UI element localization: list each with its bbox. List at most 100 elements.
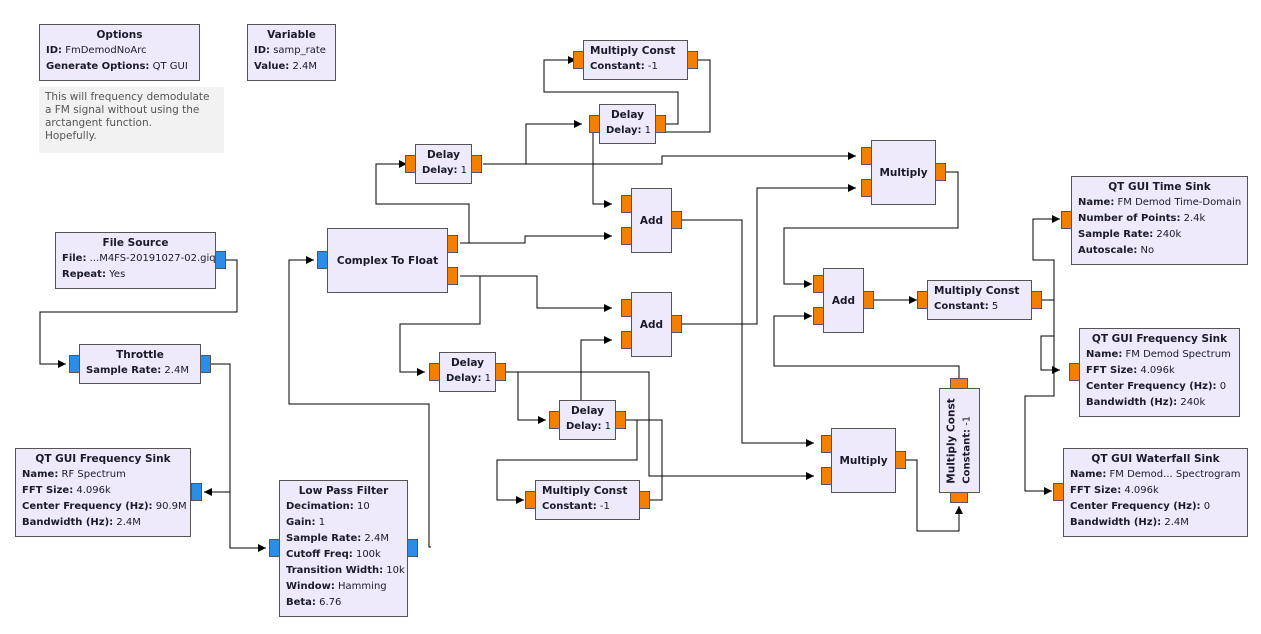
note-line: Hopefully. xyxy=(45,130,97,142)
param-sample-rate: Sample Rate: 2.4M xyxy=(286,533,389,544)
wire-delay4-add2[interactable] xyxy=(580,336,612,400)
multiply-const-4-in-port[interactable] xyxy=(950,492,968,503)
multiply-2-in-port-0[interactable] xyxy=(821,435,832,453)
rf-frequency-sink-in-port[interactable] xyxy=(191,483,202,501)
wire-multconst4-add3[interactable] xyxy=(773,312,960,380)
param-bandwidth: Bandwidth (Hz): 240k xyxy=(1086,397,1206,408)
multiply-1-in-port-1[interactable] xyxy=(861,179,872,197)
param-decimation: Decimation: 10 xyxy=(286,501,370,512)
delay-block-3[interactable]: Delay Delay: 1 xyxy=(439,352,496,392)
wire-add1-multiply2[interactable] xyxy=(681,219,814,447)
block-title: Multiply Const xyxy=(590,45,676,57)
multiply-const-2-out-port[interactable] xyxy=(639,491,650,509)
wire-multconst2-out[interactable] xyxy=(637,419,663,501)
note-block[interactable]: This will frequency demodulate a FM sign… xyxy=(39,87,224,153)
throttle-out-port[interactable] xyxy=(200,355,211,373)
delay-1-in-port[interactable] xyxy=(405,155,416,173)
low-pass-filter-out-port[interactable] xyxy=(407,539,418,557)
delay-1-out-port[interactable] xyxy=(471,155,482,173)
block-title: Complex To Float xyxy=(336,254,439,267)
add-2-in-port-1[interactable] xyxy=(621,331,632,349)
delay-block-1[interactable]: Delay Delay: 1 xyxy=(415,144,472,184)
fm-frequency-sink-block[interactable]: QT GUI Frequency Sink Name: FM Demod Spe… xyxy=(1079,328,1240,417)
time-sink-block[interactable]: QT GUI Time Sink Name: FM Demod Time-Dom… xyxy=(1071,176,1248,265)
wire-c2f-add2[interactable] xyxy=(460,275,612,312)
wire-multconst3-timesink[interactable] xyxy=(1032,215,1060,301)
file-source-block[interactable]: File Source File: ...M4FS-20191027-02.gi… xyxy=(55,232,216,289)
complex-to-float-block[interactable]: Complex To Float xyxy=(327,228,448,293)
delay-4-out-port[interactable] xyxy=(615,411,626,429)
multiply-const-1-in-port[interactable] xyxy=(573,51,584,69)
wire-delay1-delay2[interactable] xyxy=(483,120,582,165)
multiply-const-1-out-port[interactable] xyxy=(687,51,698,69)
multiply-1-out-port[interactable] xyxy=(935,163,946,181)
param-name: Name: FM Demod... Spectrogram xyxy=(1070,469,1241,480)
waterfall-sink-in-port[interactable] xyxy=(1053,483,1064,501)
multiply-block-1[interactable]: Multiply xyxy=(871,140,936,205)
param-center-frequency: Center Frequency (Hz): 0 xyxy=(1070,501,1211,512)
variable-block[interactable]: Variable ID: samp_rate Value: 2.4M xyxy=(247,24,336,81)
wire-delay1-multiply1[interactable] xyxy=(526,152,856,165)
multiply-2-out-port[interactable] xyxy=(895,451,906,469)
multiply-const-block-3[interactable]: Multiply Const Constant: 5 xyxy=(927,280,1032,320)
delay-2-out-port[interactable] xyxy=(655,115,666,133)
wire-c2f-add1[interactable] xyxy=(460,232,612,244)
param-fft-size: FFT Size: 4.096k xyxy=(1070,485,1159,496)
delay-4-in-port[interactable] xyxy=(549,411,560,429)
multiply-block-2[interactable]: Multiply xyxy=(831,428,896,493)
options-block[interactable]: Options ID: FmDemodNoArc Generate Option… xyxy=(39,24,200,81)
multiply-const-3-out-port[interactable] xyxy=(1031,291,1042,309)
wire-throttle-lowpass[interactable] xyxy=(210,363,266,552)
add-2-out-port[interactable] xyxy=(671,315,682,333)
add-2-in-port-0[interactable] xyxy=(621,299,632,317)
rf-frequency-sink-block[interactable]: QT GUI Frequency Sink Name: RF Spectrum … xyxy=(15,448,191,537)
wire-multconst3-freqsink[interactable] xyxy=(1040,300,1060,374)
fm-frequency-sink-in-port[interactable] xyxy=(1069,363,1080,381)
add-1-in-port-0[interactable] xyxy=(621,195,632,213)
multiply-2-in-port-1[interactable] xyxy=(821,467,832,485)
block-title: Multiply Const xyxy=(934,285,1020,297)
complex-to-float-out-port-re[interactable] xyxy=(447,235,458,253)
add-1-in-port-1[interactable] xyxy=(621,227,632,245)
multiply-const-2-in-port[interactable] xyxy=(525,491,536,509)
multiply-const-block-1[interactable]: Multiply Const Constant: -1 xyxy=(583,40,688,80)
throttle-block[interactable]: Throttle Sample Rate: 2.4M xyxy=(79,344,201,384)
param-bandwidth: Bandwidth (Hz): 2.4M xyxy=(22,517,141,528)
throttle-in-port[interactable] xyxy=(69,355,80,373)
delay-block-4[interactable]: Delay Delay: 1 xyxy=(559,400,616,440)
note-line: a FM signal without using the xyxy=(45,104,200,116)
low-pass-filter-block[interactable]: Low Pass Filter Decimation: 10 Gain: 1 S… xyxy=(279,480,408,617)
multiply-const-block-2[interactable]: Multiply Const Constant: -1 xyxy=(535,480,640,520)
add-block-2[interactable]: Add xyxy=(631,292,672,357)
param-center-frequency: Center Frequency (Hz): 0 xyxy=(1086,381,1227,392)
waterfall-sink-block[interactable]: QT GUI Waterfall Sink Name: FM Demod... … xyxy=(1063,448,1248,537)
complex-to-float-out-port-im[interactable] xyxy=(447,267,458,285)
multiply-const-3-in-port[interactable] xyxy=(917,291,928,309)
low-pass-filter-in-port[interactable] xyxy=(269,539,280,557)
file-source-out-port[interactable] xyxy=(215,251,226,269)
add-3-out-port[interactable] xyxy=(863,291,874,309)
multiply-const-4-out-port[interactable] xyxy=(950,378,968,389)
param-beta: Beta: 6.76 xyxy=(286,597,342,608)
delay-3-in-port[interactable] xyxy=(429,363,440,381)
param-bandwidth: Bandwidth (Hz): 2.4M xyxy=(1070,517,1189,528)
time-sink-in-port[interactable] xyxy=(1061,211,1072,229)
add-block-3[interactable]: Add xyxy=(823,268,864,333)
add-block-1[interactable]: Add xyxy=(631,188,672,253)
param-transition-width: Transition Width: 10k xyxy=(286,565,405,576)
delay-block-2[interactable]: Delay Delay: 1 xyxy=(599,104,656,144)
param-constant: Constant: 5 xyxy=(934,301,999,312)
param-generate-options: Generate Options: QT GUI xyxy=(46,61,188,72)
delay-2-in-port[interactable] xyxy=(589,115,600,133)
add-3-in-port-0[interactable] xyxy=(813,275,824,293)
complex-to-float-in-port[interactable] xyxy=(317,251,328,269)
wire-delay3-delay4[interactable] xyxy=(505,371,546,424)
wire-multconst3-waterfall[interactable] xyxy=(1024,370,1055,495)
multiply-const-block-4[interactable]: Multiply Const Constant: -1 xyxy=(939,388,980,493)
multiply-1-in-port-0[interactable] xyxy=(861,147,872,165)
add-3-in-port-1[interactable] xyxy=(813,307,824,325)
block-title: File Source xyxy=(102,237,169,249)
add-1-out-port[interactable] xyxy=(671,211,682,229)
delay-3-out-port[interactable] xyxy=(495,363,506,381)
